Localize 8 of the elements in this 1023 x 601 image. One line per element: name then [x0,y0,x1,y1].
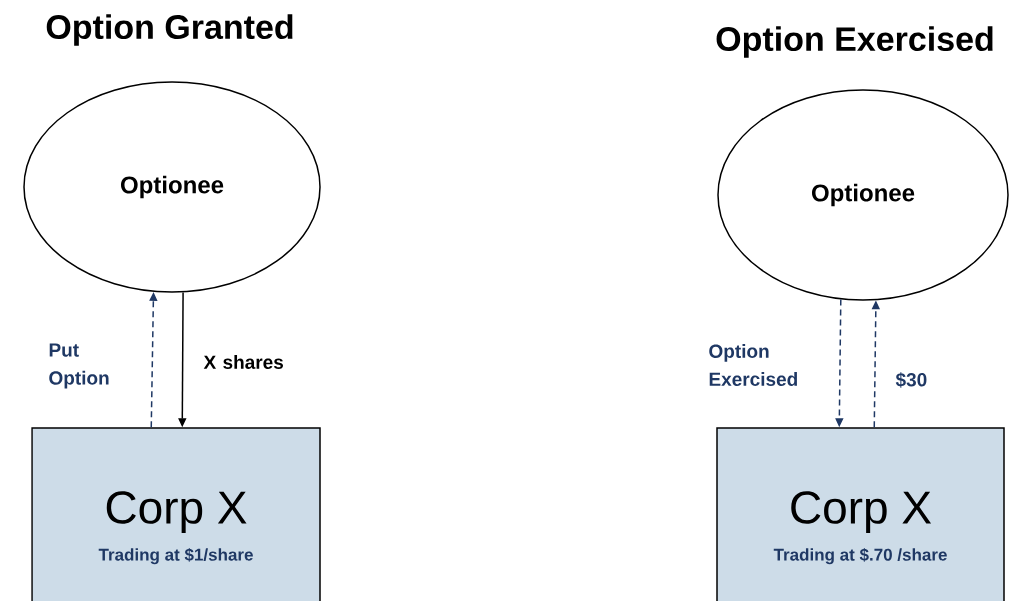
company-box: Corp X Trading at $.70 /share [716,427,1005,601]
edge-label: Option Exercised [709,344,797,386]
edge-label: $30 [895,372,927,388]
heading: Option Granted [46,14,293,46]
heading: Option Exercised [716,26,993,58]
edge-label: Put Option [49,343,109,389]
edge-label: X shares [203,355,283,369]
company-box: Corp X Trading at $1/share [31,427,321,601]
